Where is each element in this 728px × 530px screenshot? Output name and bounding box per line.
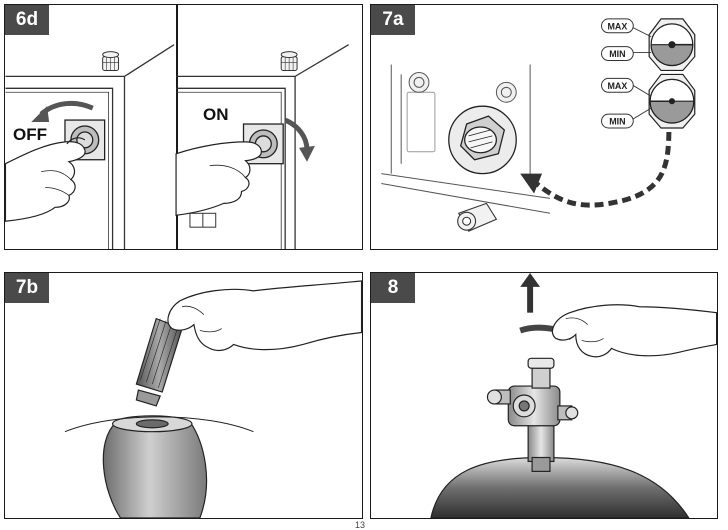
page-number: 13 bbox=[355, 520, 366, 530]
lift-arrow-head bbox=[520, 273, 541, 287]
arrow-head-on bbox=[299, 145, 315, 162]
label-on: ON bbox=[203, 105, 229, 124]
illustration-gauge-check: MAX MIN MAX MIN bbox=[381, 18, 696, 232]
dashed-pointer-arrow bbox=[532, 118, 672, 208]
cabinet-right bbox=[176, 44, 349, 249]
cable-gland-icon bbox=[280, 51, 298, 71]
hand-right bbox=[175, 141, 262, 216]
label-off: OFF bbox=[13, 125, 47, 144]
heater-body bbox=[381, 64, 551, 214]
gauge-top-min-label: MIN bbox=[609, 49, 625, 59]
socket-icon bbox=[189, 212, 217, 228]
gauge-bottom-max-label: MAX bbox=[607, 81, 627, 91]
rotate-arrow-on bbox=[284, 117, 310, 150]
gauge-top-max-label: MAX bbox=[607, 21, 627, 31]
valve-nut-icon bbox=[448, 105, 517, 175]
vessel-neck bbox=[64, 415, 254, 518]
pressure-gauge-top bbox=[648, 18, 696, 72]
illustration-valve-removal bbox=[64, 280, 362, 518]
drain-cap-icon bbox=[457, 202, 498, 232]
panel-step-7a: 7a bbox=[370, 4, 718, 250]
step-tag-7b: 7b bbox=[5, 273, 49, 303]
panel-step-6d: 6d bbox=[4, 4, 363, 250]
valve-part-icon bbox=[135, 317, 183, 407]
panel-step-7b: 7b bbox=[4, 272, 363, 519]
step-tag-7a: 7a bbox=[371, 5, 415, 35]
gauge-bottom-min-label: MIN bbox=[609, 117, 625, 127]
hand-turning-valve bbox=[551, 304, 717, 358]
panel-divider bbox=[176, 5, 178, 249]
rotate-arrow-off bbox=[39, 100, 94, 117]
cabinet-left bbox=[5, 44, 175, 249]
hand-holding-valve bbox=[167, 280, 362, 352]
hand-left bbox=[5, 137, 86, 222]
cable-gland-icon bbox=[102, 51, 120, 71]
pressure-gauge-bottom bbox=[648, 73, 696, 129]
illustration-switch-off-on bbox=[5, 44, 349, 249]
tank-dome bbox=[430, 456, 690, 518]
safety-valve-assembly bbox=[486, 357, 579, 472]
arrow-head-off bbox=[31, 106, 50, 123]
step-tag-8: 8 bbox=[371, 273, 415, 303]
panel-step-8: 8 bbox=[370, 272, 718, 519]
step-tag-6d: 6d bbox=[5, 5, 49, 35]
illustration-valve-install bbox=[430, 273, 717, 518]
dashed-arrow-head bbox=[520, 173, 543, 194]
